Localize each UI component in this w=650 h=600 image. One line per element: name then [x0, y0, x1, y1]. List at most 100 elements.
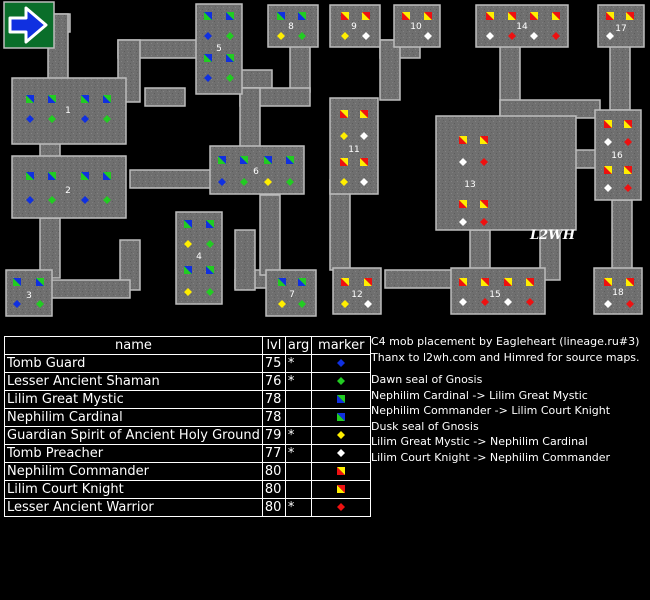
room-label-11: 11	[348, 145, 359, 155]
room-13	[435, 115, 577, 231]
map-watermark: L2WH	[529, 228, 576, 243]
yellow-dot-marker	[340, 132, 348, 140]
yellow-dot-marker	[341, 32, 349, 40]
green-blue-flag-marker	[81, 95, 89, 103]
green-blue-flag-marker	[26, 172, 34, 180]
white-dot-marker	[459, 158, 467, 166]
mob-arg: *	[284, 354, 313, 373]
white-dot-marker	[504, 298, 512, 306]
green-dot-marker	[240, 178, 248, 186]
room-4	[175, 211, 223, 305]
red-dot-marker	[552, 32, 560, 40]
room-5	[195, 3, 243, 95]
mob-level: 78	[261, 390, 286, 409]
red-dot-marker	[624, 184, 632, 192]
room-label-7: 7	[289, 290, 295, 300]
room-label-8: 8	[288, 22, 294, 32]
room-16	[594, 109, 642, 201]
yellow-dot-icon	[337, 431, 346, 439]
white-dot-marker	[360, 178, 368, 186]
white-dot-marker	[459, 218, 467, 226]
room-11	[329, 97, 379, 195]
red-yellow-flag-marker	[402, 12, 410, 20]
green-blue-flag-marker	[264, 156, 272, 164]
blue-green-flag-marker	[48, 95, 56, 103]
yellow-red-flag-marker	[624, 120, 632, 128]
red-yellow-flag-marker	[606, 12, 614, 20]
blue-dot-marker	[204, 32, 212, 40]
mob-level: 75	[261, 354, 286, 373]
room-label-5: 5	[216, 44, 222, 54]
red-yellow-flag-marker	[459, 136, 467, 144]
green-blue-flag-marker	[218, 156, 226, 164]
white-dot-marker	[606, 32, 614, 40]
green-dot-marker	[226, 32, 234, 40]
yellow-dot-marker	[184, 240, 192, 248]
green-dot-marker	[298, 32, 306, 40]
blue-dot-marker	[81, 115, 89, 123]
yellow-red-flag-marker	[481, 278, 489, 286]
mob-level: 80	[261, 480, 286, 499]
white-dot-icon	[337, 449, 346, 457]
marker-cell	[311, 354, 372, 373]
blue-dot-marker	[13, 300, 21, 308]
room-2	[11, 155, 127, 219]
yellow-dot-marker	[340, 178, 348, 186]
yellow-red-flag-marker	[480, 136, 488, 144]
white-dot-marker	[364, 300, 372, 308]
blue-green-flag-marker	[206, 266, 214, 274]
mob-arg	[284, 390, 313, 409]
room-labels: 1 2 3 4 5 6 7 8 9 10 11 12 13 14 15 16 1…	[26, 22, 627, 301]
room-label-3: 3	[26, 291, 32, 301]
map-notes: C4 mob placement by Eagleheart (lineage.…	[371, 334, 647, 465]
yellow-dot-marker	[264, 178, 272, 186]
dawn-seal-title: Dawn seal of Gnosis	[371, 373, 483, 386]
green-dot-marker	[48, 115, 56, 123]
green-dot-marker	[103, 115, 111, 123]
red-yellow-flag-marker	[341, 12, 349, 20]
yellow-red-flag-marker	[424, 12, 432, 20]
white-dot-marker	[604, 300, 612, 308]
mob-arg	[284, 480, 313, 499]
green-dot-icon	[337, 377, 346, 385]
green-dot-marker	[298, 300, 306, 308]
credit-line-2: Thanx to l2wh.com and Himred for source …	[371, 350, 640, 364]
marker-cell	[311, 408, 372, 427]
mob-arg: *	[284, 444, 313, 463]
white-dot-marker	[486, 32, 494, 40]
green-blue-flag-marker	[278, 278, 286, 286]
marker-cell	[311, 462, 372, 481]
red-dot-marker	[624, 138, 632, 146]
yellow-red-flag-marker	[364, 278, 372, 286]
dusk-seal-line-1: Lilim Great Mystic -> Nephilim Cardinal	[371, 435, 588, 448]
mob-arg: *	[284, 426, 313, 445]
mob-level: 80	[261, 498, 286, 517]
red-dot-marker	[480, 158, 488, 166]
mob-level: 79	[261, 426, 286, 445]
room-3	[5, 269, 53, 317]
green-blue-flag-marker	[204, 54, 212, 62]
green-blue-flag-icon	[337, 413, 346, 421]
blue-green-flag-marker	[226, 12, 234, 20]
green-dot-marker	[103, 196, 111, 204]
green-blue-flag-marker	[277, 12, 285, 20]
yellow-red-flag-marker	[480, 200, 488, 208]
arrow-right-icon	[8, 6, 48, 44]
green-dot-marker	[206, 240, 214, 248]
room-7	[265, 269, 317, 317]
room-6	[209, 145, 305, 195]
dawn-seal-line-1: Nephilim Cardinal -> Lilim Great Mystic	[371, 388, 588, 402]
room-9	[329, 4, 381, 48]
mob-name: Lesser Ancient Shaman	[4, 372, 263, 391]
yellow-dot-marker	[277, 32, 285, 40]
blue-green-flag-marker	[103, 95, 111, 103]
room-17	[597, 4, 645, 48]
